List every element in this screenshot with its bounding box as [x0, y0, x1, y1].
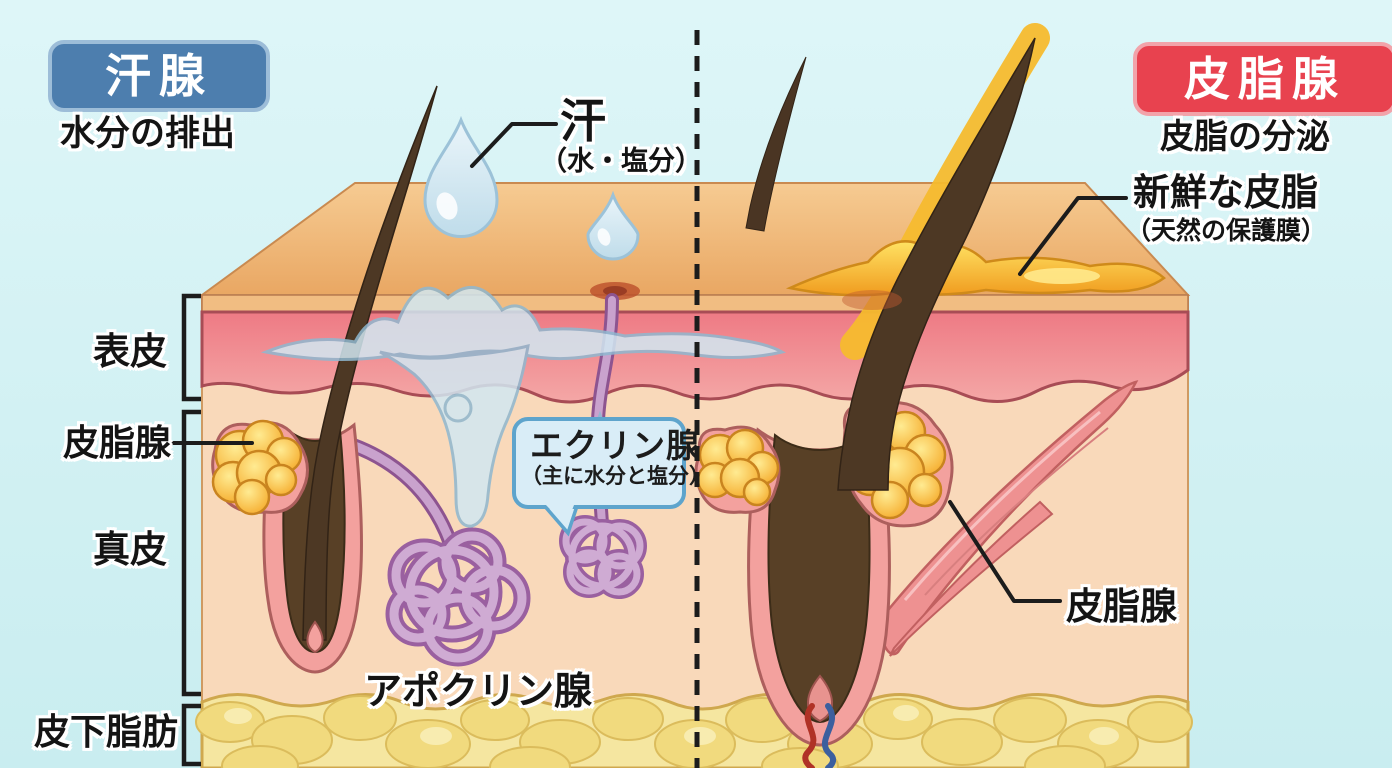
leader-fresh-sebum — [1018, 196, 1128, 276]
apocrine-duct — [344, 437, 458, 550]
leader-sweat — [470, 122, 558, 168]
leader-sebaceous-right — [948, 500, 1062, 603]
right-hair-with-sebum — [745, 23, 1166, 491]
sweat-funnel — [379, 343, 530, 528]
bracket-dermis — [181, 409, 201, 697]
sebaceous-gland-subtitle: 皮脂の分泌 — [1160, 118, 1330, 156]
dermal-papilla — [807, 674, 833, 723]
sebaceous-gland-callout-label: 皮脂腺 — [1066, 586, 1177, 627]
apocrine-gland-coil — [385, 527, 531, 667]
pore-center — [603, 286, 627, 296]
eccrine-gland-label: エクリン腺 — [530, 427, 700, 464]
layer-label-sebaceous-gland: 皮脂腺 — [63, 422, 172, 463]
eccrine-gland-note: （主に水分と塩分） — [521, 465, 710, 488]
fat-highlights — [224, 705, 1119, 745]
bracket-epidermis — [181, 293, 201, 402]
sweat-note-label: （水・塩分） — [540, 146, 702, 176]
right-hair-follicle — [747, 427, 891, 768]
blood-vessel-blue — [821, 703, 837, 768]
sweat-droplet-large — [423, 115, 499, 238]
sweat-gland-subtitle: 水分の排出 — [60, 114, 236, 153]
sweat-droplet-small — [586, 190, 640, 261]
layer-label-subcutaneous-fat: 皮下脂肪 — [34, 711, 179, 752]
layer-label-epidermis: 表皮 — [93, 331, 167, 372]
arrector-pili-muscle — [878, 380, 1139, 657]
sebaceous-gland-badge: 皮脂腺 — [1133, 42, 1392, 116]
bubble-body — [512, 417, 686, 509]
right-small-hair — [745, 56, 807, 232]
left-sebaceous-gland — [211, 419, 309, 516]
left-hair-shaft — [302, 85, 438, 641]
subcutaneous-fat-layer — [195, 692, 1193, 768]
fresh-sebum-label: 新鮮な皮脂 — [1133, 172, 1318, 213]
leader-lines — [166, 122, 1128, 603]
sebum-highlight — [1024, 268, 1100, 284]
apocrine-gland-label: アポクリン腺 — [364, 671, 593, 713]
sweat-gland-badge: 汗腺 — [48, 40, 270, 112]
right-hair-shaft — [837, 37, 1036, 491]
sweat-label: 汗 — [560, 95, 606, 147]
sweat-bead — [443, 393, 473, 423]
pore-redness-right — [842, 290, 902, 310]
left-hair-follicle — [262, 85, 438, 674]
layer-label-dermis: 真皮 — [93, 529, 167, 570]
follicle-root — [767, 433, 871, 724]
blood-vessel-red — [802, 703, 817, 768]
layer-brackets — [181, 293, 201, 767]
bubble-tail-fill — [546, 505, 574, 526]
fresh-sebum-note-label: （天然の保護膜） — [1126, 217, 1327, 245]
bracket-fat — [181, 703, 201, 767]
eccrine-gland-coil — [559, 515, 647, 599]
sweat-surface-pool — [260, 286, 787, 361]
left-papilla — [306, 620, 324, 654]
eccrine-bubble — [512, 417, 686, 537]
